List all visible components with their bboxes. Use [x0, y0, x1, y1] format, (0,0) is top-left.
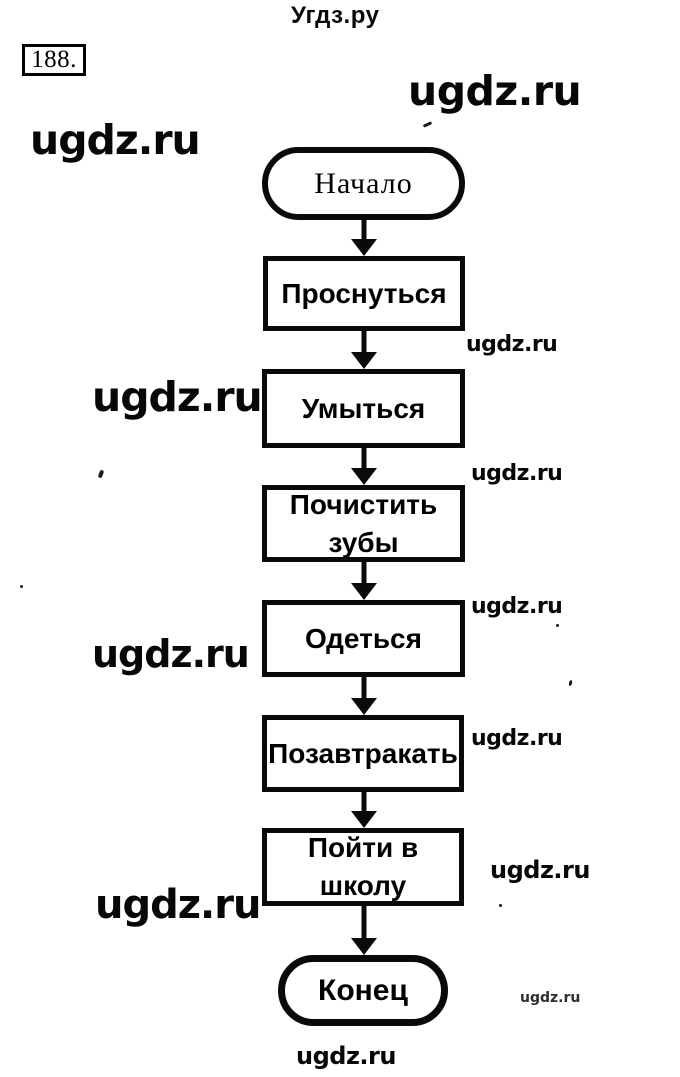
flow-arrow-6 [351, 791, 377, 828]
arrow-stem [361, 330, 367, 354]
watermark-right-3: ugdz.ru [471, 594, 563, 619]
watermark-bottom-center: ugdz.ru [296, 1042, 396, 1070]
watermark-top-left: ugdz.ru [30, 116, 201, 164]
watermark-right-4: ugdz.ru [471, 726, 563, 751]
task-number: 188. [31, 46, 77, 73]
node-wash-label: Умыться [301, 392, 426, 424]
arrow-stem [361, 561, 367, 585]
node-get-dressed: Одеться [262, 600, 465, 677]
arrow-head-icon [351, 468, 377, 485]
node-end-label: Конец [318, 973, 408, 1007]
node-breakfast-label: Позавтракать [268, 737, 458, 769]
watermark-right-1: ugdz.ru [466, 332, 558, 357]
watermark-right-6: ugdz.ru [520, 990, 581, 1006]
site-header: Угдз.ру [291, 2, 380, 29]
scan-speck [568, 679, 573, 687]
node-start-label: Начало [314, 166, 413, 200]
node-brush-teeth-label: Почистить зубы [289, 488, 438, 558]
node-wash: Умыться [262, 369, 465, 448]
watermark-left-middle: ugdz.ru [92, 632, 250, 676]
scan-speck [499, 904, 502, 907]
arrow-stem [361, 905, 367, 940]
watermark-right-5: ugdz.ru [490, 856, 590, 884]
watermark-left-lower: ugdz.ru [95, 882, 261, 928]
scan-speck [556, 624, 559, 627]
watermark-right-2: ugdz.ru [471, 461, 563, 486]
scan-speck [97, 469, 105, 479]
arrow-stem [361, 676, 367, 700]
node-brush-teeth: Почистить зубы [262, 485, 465, 562]
task-number-badge: 188. [22, 44, 86, 76]
arrow-head-icon [351, 239, 377, 256]
node-end: Конец [278, 955, 448, 1026]
arrow-head-icon [351, 811, 377, 828]
flow-arrow-3 [351, 446, 377, 485]
watermark-top-center: ugdz.ru [408, 67, 582, 115]
node-wake-up-label: Проснуться [281, 277, 447, 309]
node-start: Начало [262, 147, 465, 220]
arrow-head-icon [351, 583, 377, 600]
watermark-left-upper: ugdz.ru [92, 373, 263, 421]
flow-arrow-4 [351, 561, 377, 600]
scan-speck [422, 121, 433, 128]
node-breakfast: Позавтракать [262, 715, 464, 792]
arrow-stem [361, 219, 367, 241]
arrow-stem [361, 791, 367, 813]
node-go-to-school: Пойти в школу [262, 828, 464, 906]
flow-arrow-1 [351, 219, 377, 256]
flow-arrow-2 [351, 330, 377, 369]
node-wake-up: Проснуться [263, 256, 465, 331]
arrow-head-icon [351, 352, 377, 369]
scan-speck [20, 585, 23, 588]
arrow-head-icon [351, 938, 377, 955]
node-go-to-school-label: Пойти в школу [307, 832, 419, 901]
arrow-stem [361, 446, 367, 470]
node-get-dressed-label: Одеться [305, 622, 422, 654]
flow-arrow-5 [351, 676, 377, 715]
flow-arrow-7 [351, 905, 377, 955]
arrow-head-icon [351, 698, 377, 715]
